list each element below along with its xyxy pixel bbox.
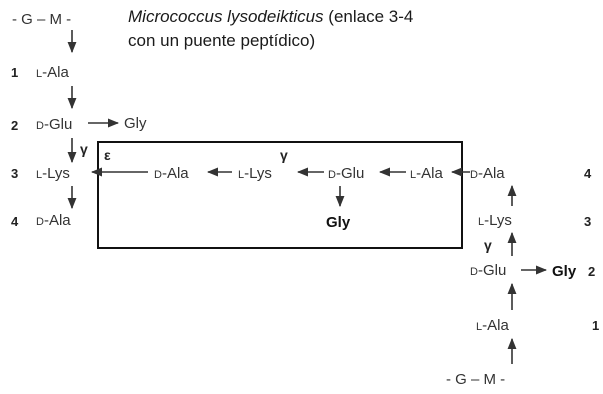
left-ala-1: L-Ala	[36, 64, 69, 81]
right-gamma-label: γ	[484, 237, 492, 253]
right-pos-3: 3	[584, 214, 591, 229]
right-glycan-bottom: - G – M -	[446, 371, 505, 388]
bridge-ala: D-Ala	[154, 165, 189, 182]
right-pos-2: 2	[588, 264, 595, 279]
left-glu-2: D-Glu	[36, 116, 72, 133]
caption-species: Micrococcus lysodeikticus	[128, 7, 324, 26]
right-lys-3: L-Lys	[478, 212, 512, 229]
left-pos-1: 1	[11, 65, 18, 80]
bridge-gamma-label: γ	[280, 147, 288, 163]
right-glu-2: D-Glu	[470, 262, 506, 279]
caption-line2: con un puente peptídico)	[128, 31, 315, 50]
left-glycan-top: - G – M -	[12, 11, 71, 28]
left-pos-3: 3	[11, 166, 18, 181]
bridge-epsilon-label: ε	[104, 147, 111, 163]
caption-link-type: (enlace 3-4	[324, 7, 414, 26]
right-pos-1: 1	[592, 318, 599, 333]
right-gly-side: Gly	[552, 263, 577, 280]
left-lys-3: L-Lys	[36, 165, 70, 182]
right-ala-4: D-Ala	[470, 165, 505, 182]
bridge-ala-2: L-Ala	[410, 165, 443, 182]
left-gly-side: Gly	[124, 115, 147, 132]
bridge-gly: Gly	[326, 214, 351, 231]
peptide-bridge-box	[97, 141, 463, 249]
left-ala-4: D-Ala	[36, 212, 71, 229]
bridge-glu: D-Glu	[328, 165, 364, 182]
left-pos-2: 2	[11, 118, 18, 133]
bridge-lys: L-Lys	[238, 165, 272, 182]
right-ala-1: L-Ala	[476, 317, 509, 334]
left-gamma-label: γ	[80, 141, 88, 157]
left-pos-4: 4	[11, 214, 19, 229]
right-pos-4: 4	[584, 166, 592, 181]
caption-line1: Micrococcus lysodeikticus (enlace 3-4	[128, 7, 413, 26]
